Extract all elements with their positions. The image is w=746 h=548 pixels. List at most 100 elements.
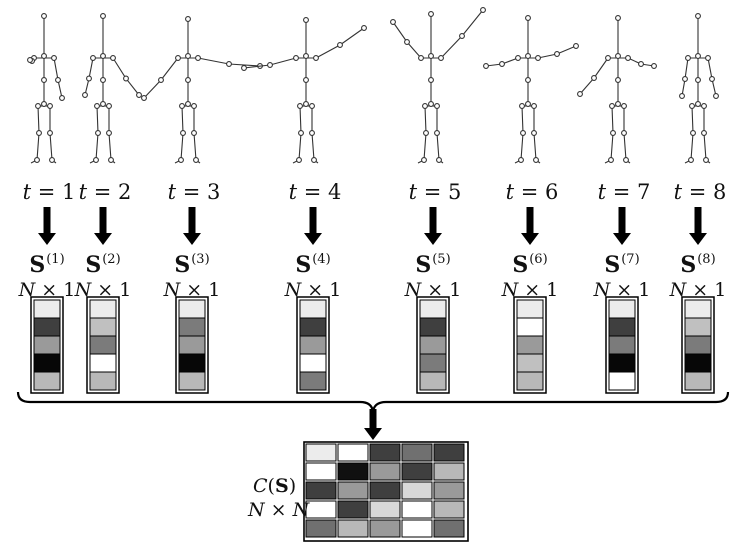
matrix-cell bbox=[337, 519, 369, 538]
joint-marker bbox=[404, 39, 410, 45]
joint-marker bbox=[108, 157, 114, 163]
dimension-label: N × 1 bbox=[593, 279, 651, 301]
joint-marker bbox=[525, 77, 531, 83]
joint-marker bbox=[428, 77, 434, 83]
time-label: t = 3 bbox=[167, 180, 221, 204]
dimension-label: N × 1 bbox=[501, 279, 559, 301]
vector-cell bbox=[89, 371, 117, 391]
sequence-brace bbox=[16, 391, 730, 413]
skeleton-figure bbox=[27, 13, 65, 164]
joint-marker bbox=[298, 130, 304, 136]
matrix-cell bbox=[369, 462, 401, 481]
vector-cell bbox=[299, 371, 327, 391]
frame-vector bbox=[681, 296, 715, 394]
joint-marker bbox=[701, 130, 707, 136]
joint-marker bbox=[695, 101, 701, 107]
frame-vector bbox=[175, 296, 209, 394]
matrix-cell bbox=[369, 519, 401, 538]
joint-marker bbox=[191, 130, 197, 136]
joint-marker bbox=[123, 75, 129, 82]
joint-marker bbox=[689, 103, 695, 109]
vector-cell bbox=[419, 299, 447, 319]
joint-marker bbox=[695, 13, 701, 19]
time-label: t = 6 bbox=[505, 180, 559, 204]
arrow-head bbox=[94, 233, 112, 245]
matrix-cell bbox=[337, 462, 369, 481]
joint-marker bbox=[86, 75, 92, 82]
joint-marker bbox=[90, 55, 96, 61]
arrow-head bbox=[613, 233, 631, 245]
joint-marker bbox=[226, 61, 232, 67]
dimension-label: N × 1 bbox=[18, 279, 76, 301]
matrix-cell bbox=[369, 443, 401, 462]
frame-vector bbox=[513, 296, 547, 394]
vector-cell bbox=[516, 353, 544, 373]
matrix-cell bbox=[337, 443, 369, 462]
joint-marker bbox=[713, 93, 719, 99]
joint-marker bbox=[519, 103, 525, 109]
joint-marker bbox=[615, 53, 621, 59]
joint-marker bbox=[100, 53, 106, 59]
joint-marker bbox=[94, 103, 100, 109]
joint-marker bbox=[685, 55, 691, 61]
joint-marker bbox=[313, 55, 319, 61]
vector-cell bbox=[684, 371, 712, 391]
joint-marker bbox=[303, 77, 309, 83]
joint-marker bbox=[36, 130, 42, 136]
arrow-group bbox=[38, 207, 707, 440]
joint-marker bbox=[610, 130, 616, 136]
joint-marker bbox=[695, 53, 701, 59]
arrow-shaft bbox=[694, 207, 702, 235]
joint-marker bbox=[621, 103, 627, 109]
joint-marker bbox=[100, 13, 106, 19]
vector-cell bbox=[178, 299, 206, 319]
skeleton-sequence bbox=[27, 7, 719, 164]
vector-cell bbox=[419, 353, 447, 373]
joint-marker bbox=[27, 57, 33, 63]
joint-marker bbox=[499, 61, 505, 67]
joint-marker bbox=[615, 15, 621, 21]
joint-marker bbox=[428, 53, 434, 59]
joint-marker bbox=[100, 77, 106, 83]
joint-marker bbox=[303, 53, 309, 59]
joint-marker bbox=[418, 55, 424, 61]
joint-marker bbox=[591, 75, 597, 81]
joint-marker bbox=[705, 55, 711, 61]
vector-cell bbox=[89, 317, 117, 337]
arrow-head bbox=[424, 233, 442, 245]
joint-marker bbox=[49, 157, 55, 163]
state-vector-label: S(1) bbox=[29, 252, 65, 278]
joint-marker bbox=[605, 55, 611, 61]
matrix-cell bbox=[433, 500, 465, 519]
matrix-cell bbox=[305, 462, 337, 481]
joint-marker bbox=[423, 130, 429, 136]
vector-cell bbox=[299, 335, 327, 355]
joint-marker bbox=[695, 77, 701, 83]
joint-marker bbox=[180, 130, 186, 136]
vector-cell bbox=[33, 353, 61, 373]
vector-cell bbox=[33, 317, 61, 337]
vector-cell bbox=[89, 353, 117, 373]
joint-marker bbox=[110, 55, 116, 61]
matrix-cell bbox=[337, 481, 369, 500]
vector-cell bbox=[89, 335, 117, 355]
time-label: t = 8 bbox=[673, 180, 727, 204]
joint-marker bbox=[436, 157, 442, 163]
joint-marker bbox=[459, 33, 465, 39]
skeleton-figure bbox=[82, 13, 142, 164]
joint-marker bbox=[337, 42, 343, 48]
vector-cell bbox=[684, 335, 712, 355]
vector-cell bbox=[178, 317, 206, 337]
joint-marker bbox=[434, 103, 440, 109]
joint-marker bbox=[303, 17, 309, 23]
joint-marker bbox=[309, 103, 315, 109]
joint-marker bbox=[82, 92, 88, 98]
dimension-label: N × 1 bbox=[404, 279, 462, 301]
arrow-head bbox=[689, 233, 707, 245]
joint-marker bbox=[615, 101, 621, 107]
vector-cell bbox=[516, 299, 544, 319]
joint-marker bbox=[688, 157, 694, 163]
frame-vector bbox=[296, 296, 330, 394]
joint-marker bbox=[535, 55, 541, 61]
joint-marker bbox=[531, 103, 537, 109]
